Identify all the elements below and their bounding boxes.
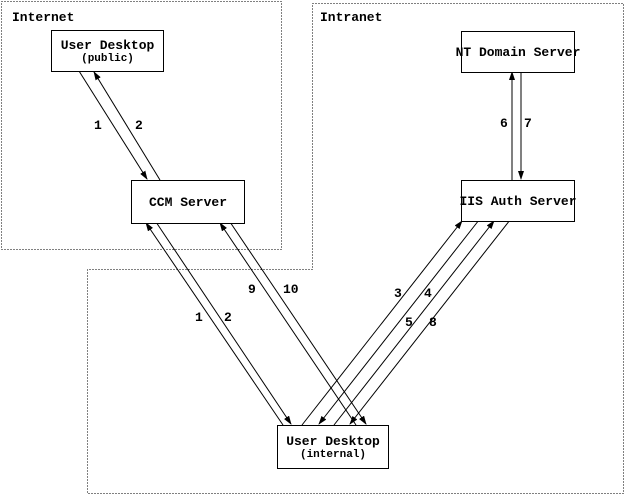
flow-line-10	[229, 221, 367, 425]
flow-line-1-internal	[145, 222, 284, 426]
flow-line-9	[219, 222, 357, 426]
region-label-internet: Internet	[12, 10, 75, 25]
node-title: User Desktop	[60, 37, 155, 53]
node-subtitle: (public)	[81, 52, 134, 65]
node-user-desktop-public: User Desktop (public)	[51, 30, 164, 72]
flow-step-label-6: 6	[500, 116, 508, 131]
region-label-intranet: Intranet	[320, 10, 383, 25]
flow-step-label-4: 4	[424, 286, 432, 301]
flow-step-label-1-internal: 1	[195, 310, 203, 325]
flow-step-label-10: 10	[283, 282, 299, 297]
flow-line-2-internal	[155, 221, 292, 425]
node-nt-domain-server: NT Domain Server	[456, 31, 580, 73]
flow-step-label-7: 7	[524, 116, 532, 131]
flow-step-label-8: 8	[429, 315, 437, 330]
node-ccm-server: CCM Server	[131, 180, 245, 224]
flow-line-5	[333, 220, 495, 426]
region-intranet-boundary	[87, 3, 624, 494]
flow-step-label-2-public: 2	[135, 118, 143, 133]
node-title: User Desktop	[286, 433, 380, 449]
flow-step-label-3: 3	[394, 286, 402, 301]
node-iis-auth-server: IIS Auth Server	[459, 180, 577, 222]
node-user-desktop-internal: User Desktop (internal)	[277, 425, 389, 469]
flow-line-8	[349, 219, 511, 425]
flow-line-4	[318, 219, 480, 425]
node-title: NT Domain Server	[455, 44, 581, 60]
flow-line-2-public	[93, 71, 161, 181]
flow-step-label-5: 5	[405, 315, 413, 330]
flow-step-label-9: 9	[248, 282, 256, 297]
flow-line-1-public	[78, 70, 148, 180]
node-subtitle: (internal)	[299, 448, 366, 461]
flow-step-label-1-public: 1	[94, 118, 102, 133]
flow-line-3	[301, 220, 463, 426]
node-title: IIS Auth Server	[459, 193, 577, 209]
node-title: CCM Server	[148, 194, 227, 210]
flow-step-label-2-internal: 2	[224, 310, 232, 325]
